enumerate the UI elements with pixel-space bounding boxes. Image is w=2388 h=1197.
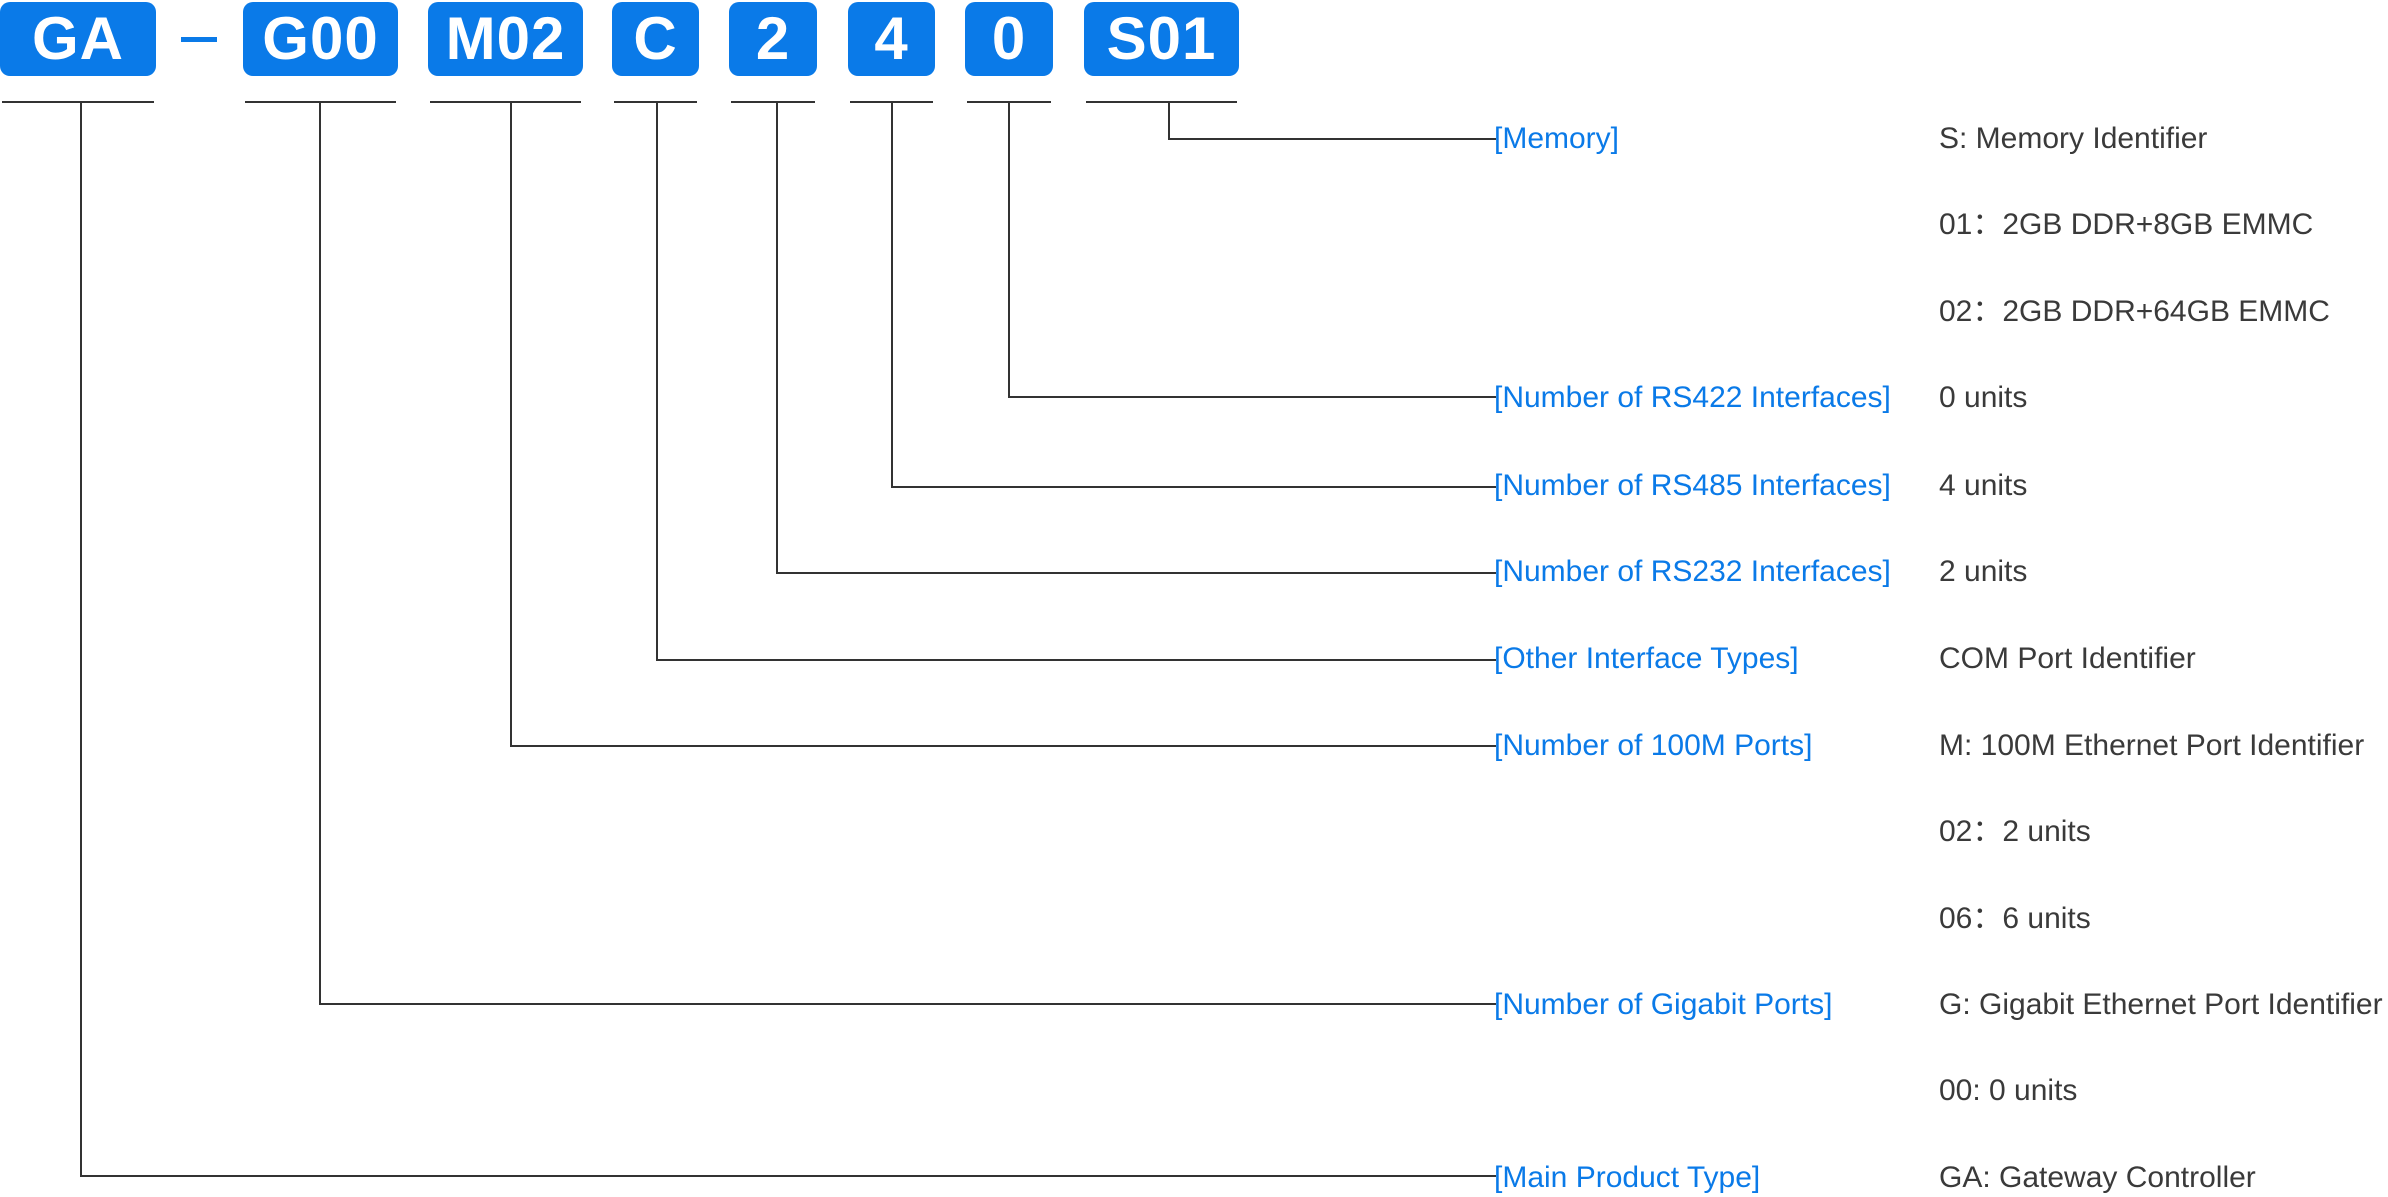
description-text: 00: 0 units bbox=[1939, 1074, 2078, 1107]
connector-line-memory bbox=[1168, 102, 1170, 140]
connector-line-100m-ports bbox=[510, 102, 512, 747]
field-label-main-type: [Main Product Type] bbox=[1494, 1161, 1761, 1194]
field-label-100m-ports: [Number of 100M Ports] bbox=[1494, 729, 1813, 762]
segment-underline bbox=[1086, 101, 1237, 103]
description-text: COM Port Identifier bbox=[1939, 642, 2196, 675]
segment-underline bbox=[731, 101, 815, 103]
connector-line-main-type bbox=[80, 1175, 1496, 1177]
connector-line-rs232 bbox=[776, 102, 778, 574]
field-label-rs422: [Number of RS422 Interfaces] bbox=[1494, 381, 1891, 414]
field-label-other-interface: [Other Interface Types] bbox=[1494, 642, 1799, 675]
field-label-rs485: [Number of RS485 Interfaces] bbox=[1494, 469, 1891, 502]
connector-line-100m-ports bbox=[510, 745, 1496, 747]
description-text: 01：2GB DDR+8GB EMMC bbox=[1939, 208, 2314, 241]
code-segment-memory: S01 bbox=[1084, 2, 1239, 76]
code-segment-other-interface: C bbox=[612, 2, 699, 76]
description-text: 2 units bbox=[1939, 555, 2028, 588]
code-segment-rs422: 0 bbox=[965, 2, 1053, 76]
description-text: G: Gigabit Ethernet Port Identifier bbox=[1939, 988, 2383, 1021]
description-text: 02：2GB DDR+64GB EMMC bbox=[1939, 295, 2330, 328]
code-segment-rs485: 4 bbox=[848, 2, 935, 76]
connector-line-gigabit-ports bbox=[319, 1003, 1496, 1005]
connector-line-rs485 bbox=[891, 102, 893, 488]
connector-line-main-type bbox=[80, 102, 82, 1177]
connector-line-other-interface bbox=[656, 102, 658, 661]
connector-line-memory bbox=[1168, 138, 1496, 140]
description-text: S: Memory Identifier bbox=[1939, 122, 2208, 155]
field-label-rs232: [Number of RS232 Interfaces] bbox=[1494, 555, 1891, 588]
description-text: 02：2 units bbox=[1939, 815, 2091, 848]
segment-underline bbox=[2, 101, 154, 103]
code-segment-rs232: 2 bbox=[729, 2, 817, 76]
description-text: 06：6 units bbox=[1939, 902, 2091, 935]
connector-line-rs232 bbox=[776, 572, 1496, 574]
code-separator-dash bbox=[181, 37, 217, 42]
segment-underline bbox=[430, 101, 581, 103]
description-text: 4 units bbox=[1939, 469, 2028, 502]
connector-line-gigabit-ports bbox=[319, 102, 321, 1005]
code-segment-100m-ports: M02 bbox=[428, 2, 583, 76]
code-segment-main-type: GA bbox=[0, 2, 156, 76]
field-label-memory: [Memory] bbox=[1494, 122, 1620, 155]
segment-underline bbox=[614, 101, 697, 103]
connector-line-rs422 bbox=[1008, 396, 1496, 398]
connector-line-other-interface bbox=[656, 659, 1496, 661]
field-label-gigabit-ports: [Number of Gigabit Ports] bbox=[1494, 988, 1833, 1021]
connector-line-rs485 bbox=[891, 486, 1496, 488]
description-text: M: 100M Ethernet Port Identifier bbox=[1939, 729, 2365, 762]
connector-line-rs422 bbox=[1008, 102, 1010, 398]
code-segment-gigabit-ports: G00 bbox=[243, 2, 398, 76]
description-text: 0 units bbox=[1939, 381, 2028, 414]
description-text: GA: Gateway Controller bbox=[1939, 1161, 2256, 1194]
